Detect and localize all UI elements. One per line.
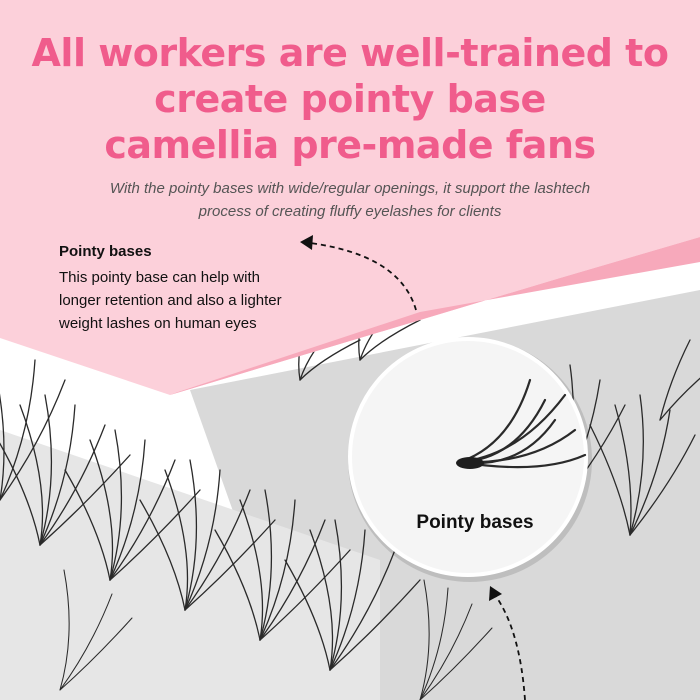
pink-header-panel	[0, 0, 700, 395]
zoom-label: Pointy bases	[416, 512, 534, 533]
callout-line-1: This pointy base can help with	[59, 269, 260, 286]
callout-line-2: longer retention and also a lighter	[59, 292, 282, 309]
callout-line-3: weight lashes on human eyes	[59, 315, 257, 332]
callout-body: This pointy base can help with longer re…	[59, 266, 359, 335]
headline-line-2: create pointy base	[154, 77, 546, 121]
pink-accent-band	[170, 237, 700, 395]
zoomed-pointy-tip	[456, 457, 484, 469]
subtitle-line-2: process of creating fluffy eyelashes for…	[198, 203, 502, 220]
headline-line-3: camellia pre-made fans	[104, 123, 596, 167]
subtitle-line-1: With the pointy bases with wide/regular …	[109, 180, 591, 197]
subtitle: With the pointy bases with wide/regular …	[40, 177, 660, 223]
zoom-circle	[348, 337, 588, 577]
lash-fans-left	[0, 359, 493, 700]
callout-title: Pointy bases	[59, 243, 152, 260]
headline: All workers are well-trained to create p…	[20, 30, 680, 168]
headline-line-1: All workers are well-trained to	[31, 31, 669, 75]
